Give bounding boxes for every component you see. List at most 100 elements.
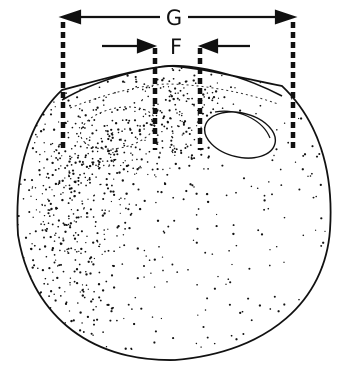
stipple-dot — [116, 172, 118, 174]
stipple-dot — [139, 130, 141, 132]
stipple-dot — [91, 356, 92, 357]
stipple-dot — [259, 304, 261, 306]
stipple-dot — [303, 235, 305, 237]
stipple-dot — [23, 198, 25, 200]
stipple-dot — [79, 329, 81, 331]
stipple-dot — [87, 153, 88, 154]
stipple-dot — [49, 215, 51, 217]
stipple-dot — [53, 322, 55, 324]
stipple-dot — [87, 216, 88, 217]
stipple-dot — [120, 165, 121, 166]
stipple-dot — [93, 109, 95, 111]
stipple-dot — [102, 254, 103, 255]
stipple-dot — [124, 222, 126, 224]
stipple-dot — [70, 191, 72, 193]
arrowhead-in-left-icon — [138, 40, 154, 52]
stipple-dot — [103, 165, 104, 166]
stipple-dot — [234, 87, 235, 88]
stipple-dot — [161, 112, 163, 114]
stipple-dot — [79, 127, 80, 128]
stipple-dot — [185, 131, 187, 133]
stipple-dot — [200, 154, 202, 156]
stipple-dot — [50, 203, 52, 205]
stipple-dot — [195, 82, 197, 84]
stipple-dot — [64, 250, 65, 251]
stipple-dot — [71, 199, 73, 201]
stipple-dot — [310, 341, 312, 343]
stipple-dot — [78, 251, 79, 252]
stipple-dot — [125, 348, 127, 350]
stipple-dot — [75, 123, 77, 125]
stipple-dot — [208, 97, 209, 98]
stipple-dot — [170, 140, 172, 142]
stipple-dot — [77, 155, 79, 157]
stipple-dot — [67, 251, 68, 252]
stipple-dot — [93, 319, 95, 321]
stipple-dot — [66, 76, 68, 78]
stipple-dot — [55, 319, 56, 320]
stipple-dot — [176, 271, 178, 273]
stipple-dot — [95, 221, 97, 223]
stipple-dot — [176, 148, 178, 150]
stipple-dot — [69, 156, 71, 158]
stipple-dot — [207, 147, 209, 149]
stipple-dot — [134, 119, 136, 121]
stipple-dot — [82, 294, 84, 296]
stipple-dot — [103, 212, 105, 214]
stipple-dot — [103, 229, 105, 231]
stipple-dot — [144, 250, 146, 252]
stipple-dot — [88, 168, 89, 169]
stipple-dot — [87, 180, 88, 181]
stipple-dot — [69, 282, 71, 284]
stipple-dot — [79, 355, 80, 356]
stipple-dot — [52, 223, 54, 225]
stipple-dot — [32, 259, 34, 261]
stipple-dot — [64, 150, 66, 152]
stipple-dot — [81, 201, 82, 202]
stipple-dot — [135, 81, 137, 83]
stipple-dot — [127, 122, 129, 124]
stipple-dot — [130, 348, 132, 350]
stipple-dot — [71, 157, 72, 158]
stipple-dot — [110, 139, 112, 141]
stipple-dot — [51, 355, 53, 357]
stipple-dot — [37, 315, 39, 317]
stipple-dot — [102, 331, 104, 333]
stipple-dot — [61, 199, 63, 201]
stipple-dot — [173, 98, 175, 100]
stipple-dot — [29, 233, 31, 235]
stipple-dot — [93, 119, 95, 121]
stipple-dot — [93, 291, 95, 293]
stipple-dot — [139, 109, 141, 111]
stipple-dot — [331, 141, 332, 142]
stipple-dot — [54, 240, 56, 242]
stipple-dot — [64, 231, 66, 233]
stipple-dot — [109, 210, 110, 211]
stipple-dot — [166, 281, 168, 283]
stipple-dot — [187, 93, 189, 95]
stipple-dot — [173, 78, 175, 80]
stipple-dot — [222, 107, 224, 109]
stipple-dot — [109, 320, 111, 322]
stipple-dot — [235, 338, 237, 340]
stipple-dot — [332, 204, 334, 206]
stipple-dot — [171, 126, 173, 128]
stipple-dot — [101, 209, 103, 211]
stipple-dot — [82, 284, 83, 285]
stipple-dot — [60, 165, 61, 166]
stipple-dot — [92, 334, 93, 335]
stipple-dot — [30, 124, 32, 126]
stipple-dot — [32, 187, 33, 188]
stipple-dot — [203, 168, 205, 170]
stipple-dot — [95, 306, 96, 307]
stipple-dot — [77, 241, 78, 242]
stipple-dot — [60, 193, 62, 195]
stipple-dot — [105, 130, 107, 132]
stipple-dot — [25, 237, 27, 239]
stipple-dot — [161, 79, 163, 81]
stipple-dot — [279, 345, 281, 347]
stipple-dot — [123, 143, 124, 144]
stipple-dot — [154, 174, 155, 175]
stipple-dot — [53, 195, 55, 197]
stipple-dot — [30, 248, 32, 250]
